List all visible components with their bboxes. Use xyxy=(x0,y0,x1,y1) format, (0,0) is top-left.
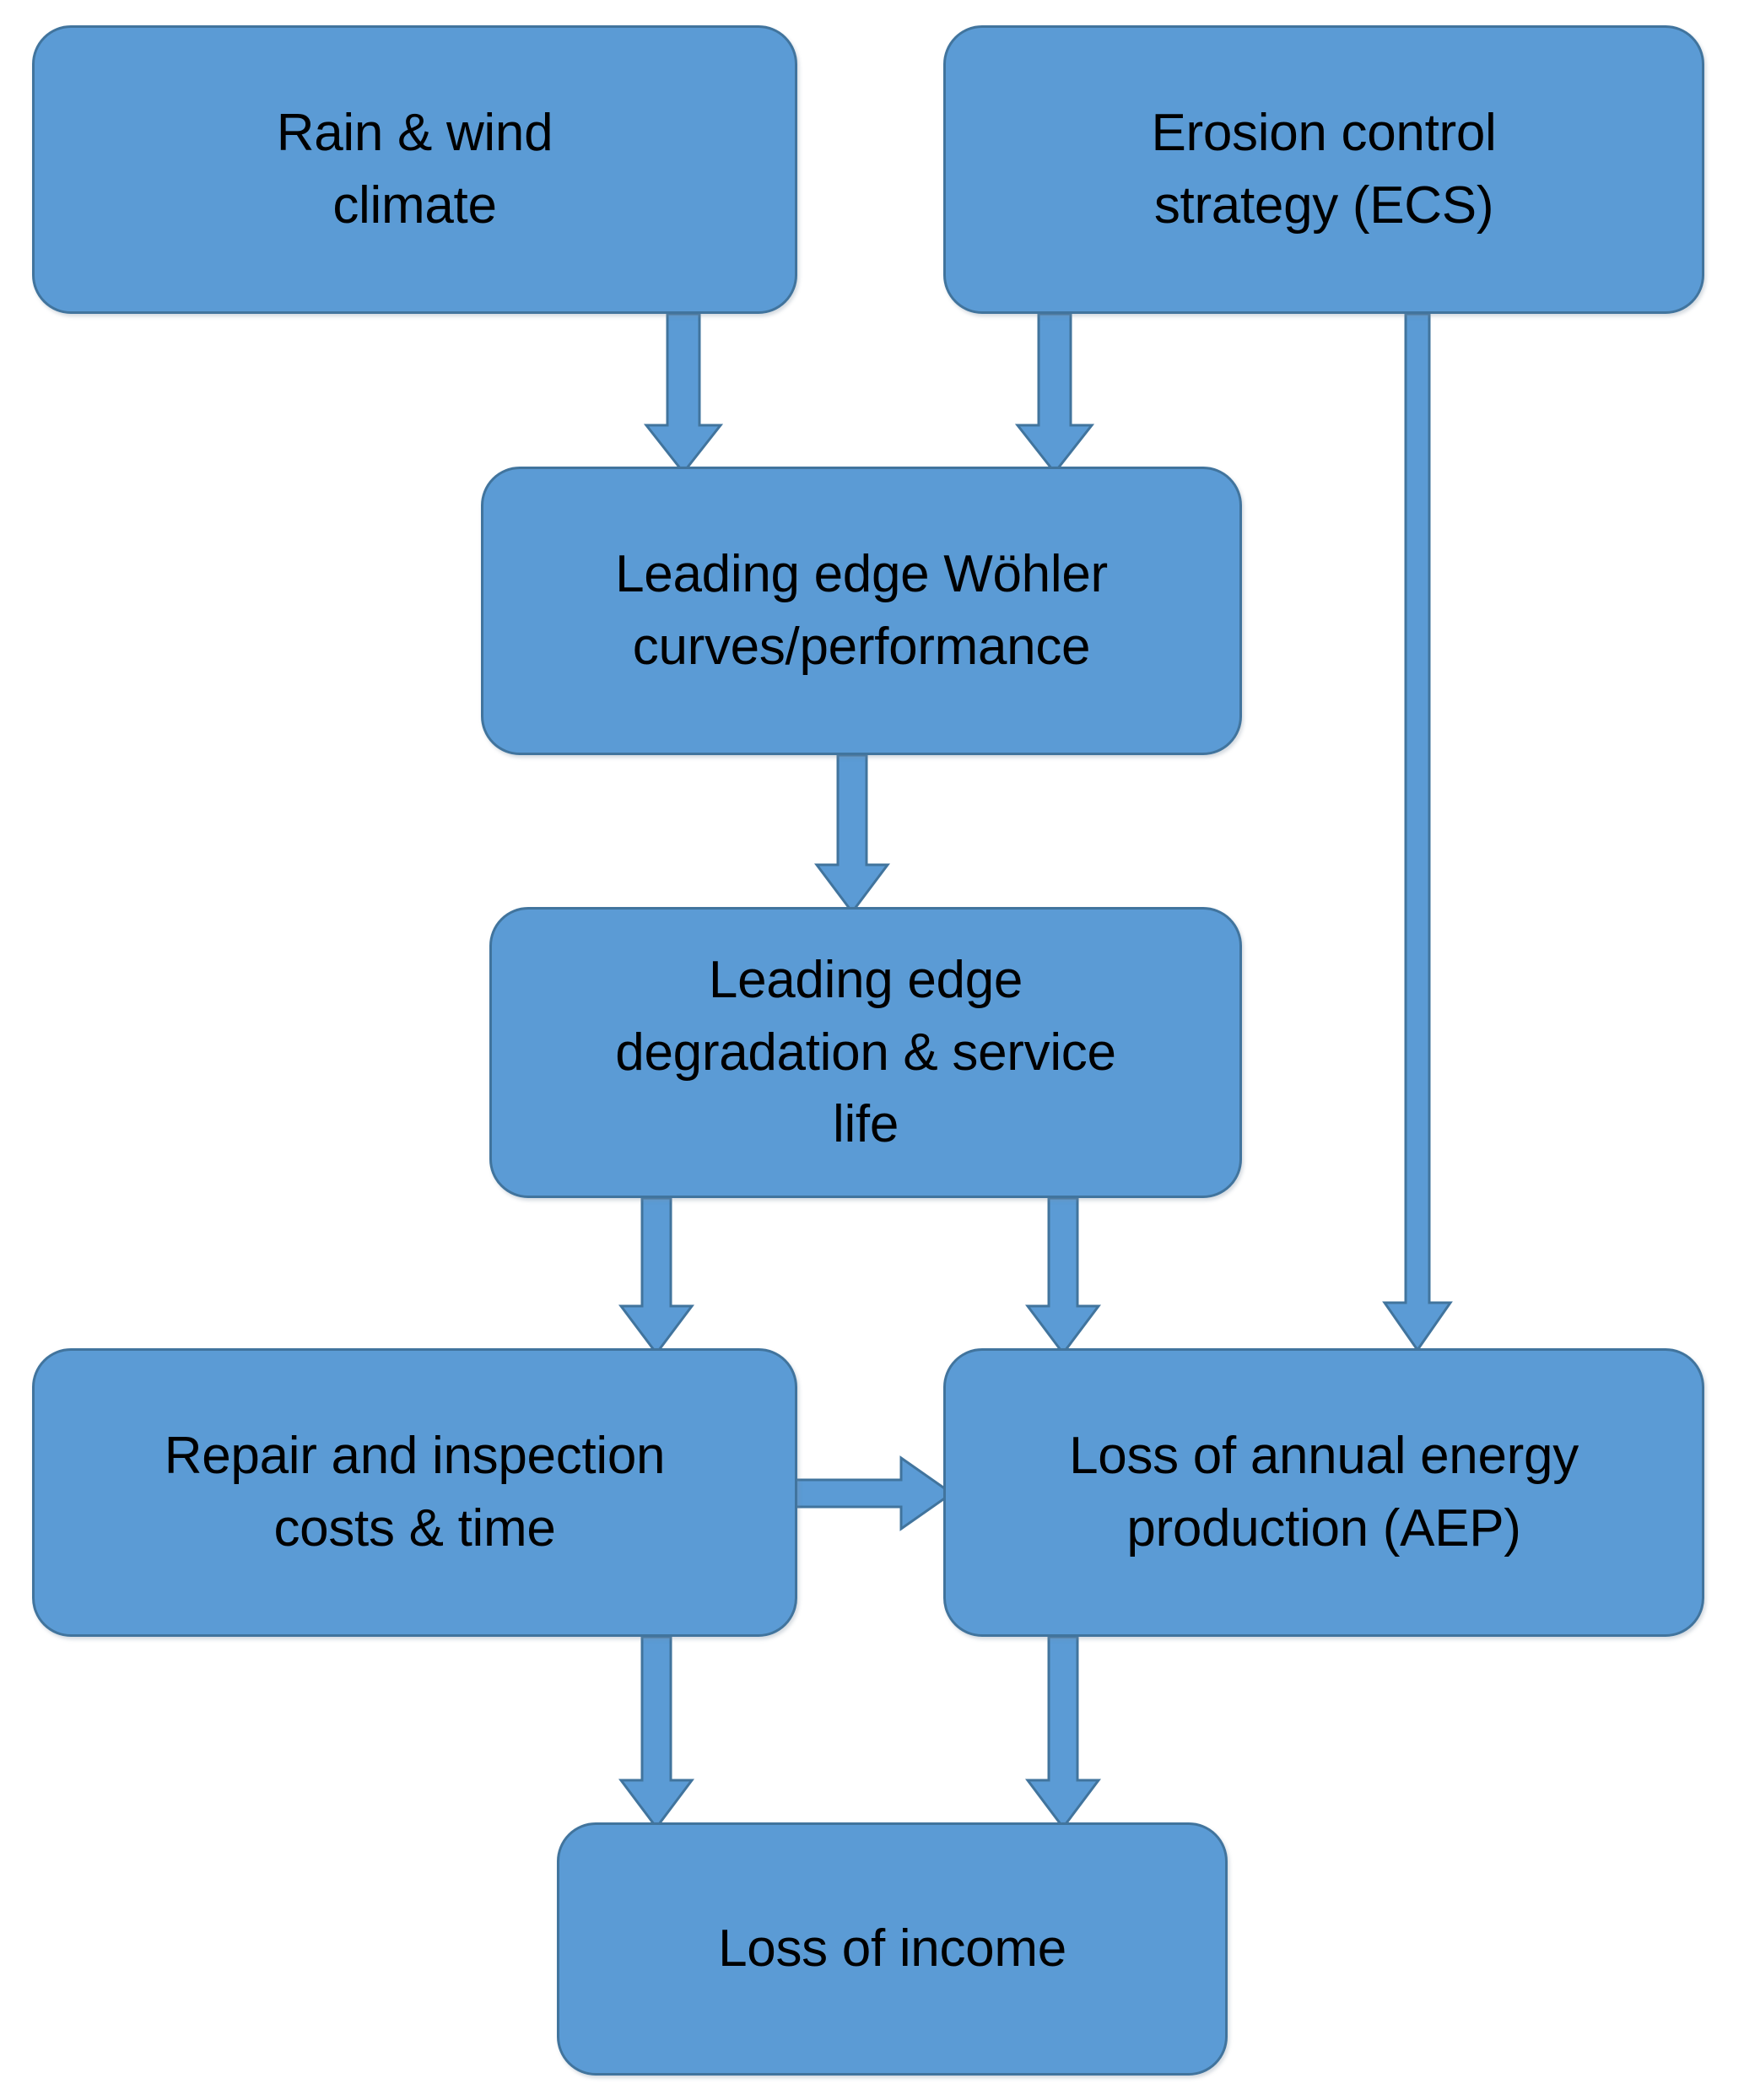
node-loss-of-income[interactable]: Loss of income xyxy=(557,1822,1228,2076)
arrow-wohler-to-degradation xyxy=(802,753,903,915)
node-erosion-control-strategy[interactable]: Erosion control strategy (ECS) xyxy=(943,25,1704,314)
node-label-rain-wind-climate: Rain & wind climate xyxy=(276,104,553,235)
arrow-degradation-to-aep xyxy=(1012,1196,1114,1356)
arrow-ecs-to-wohler xyxy=(1004,312,1105,475)
node-label-leading-edge-degradation: Leading edge degradation & service life xyxy=(615,951,1116,1154)
arrow-degradation-to-repair xyxy=(606,1196,707,1356)
node-rain-wind-climate[interactable]: Rain & wind climate xyxy=(32,25,797,314)
arrow-repair-to-aep xyxy=(791,1443,954,1544)
arrow-aep-to-income xyxy=(1012,1635,1114,1830)
arrow-repair-to-income xyxy=(606,1635,707,1830)
node-leading-edge-degradation[interactable]: Leading edge degradation & service life xyxy=(489,907,1242,1198)
node-loss-of-annual-energy-production[interactable]: Loss of annual energy production (AEP) xyxy=(943,1348,1704,1637)
node-repair-inspection-costs[interactable]: Repair and inspection costs & time xyxy=(32,1348,797,1637)
node-label-loss-of-income: Loss of income xyxy=(718,1919,1066,1979)
node-label-erosion-control-strategy: Erosion control strategy (ECS) xyxy=(1151,104,1497,235)
node-leading-edge-wohler-curves[interactable]: Leading edge Wöhler curves/performance xyxy=(481,467,1242,755)
node-label-leading-edge-wohler-curves: Leading edge Wöhler curves/performance xyxy=(615,545,1108,676)
arrow-ecs-to-aep xyxy=(1367,312,1468,1352)
node-label-repair-inspection-costs: Repair and inspection costs & time xyxy=(164,1427,666,1557)
arrow-rain-to-wohler xyxy=(633,312,734,475)
node-label-loss-of-annual-energy-production: Loss of annual energy production (AEP) xyxy=(1069,1427,1579,1557)
